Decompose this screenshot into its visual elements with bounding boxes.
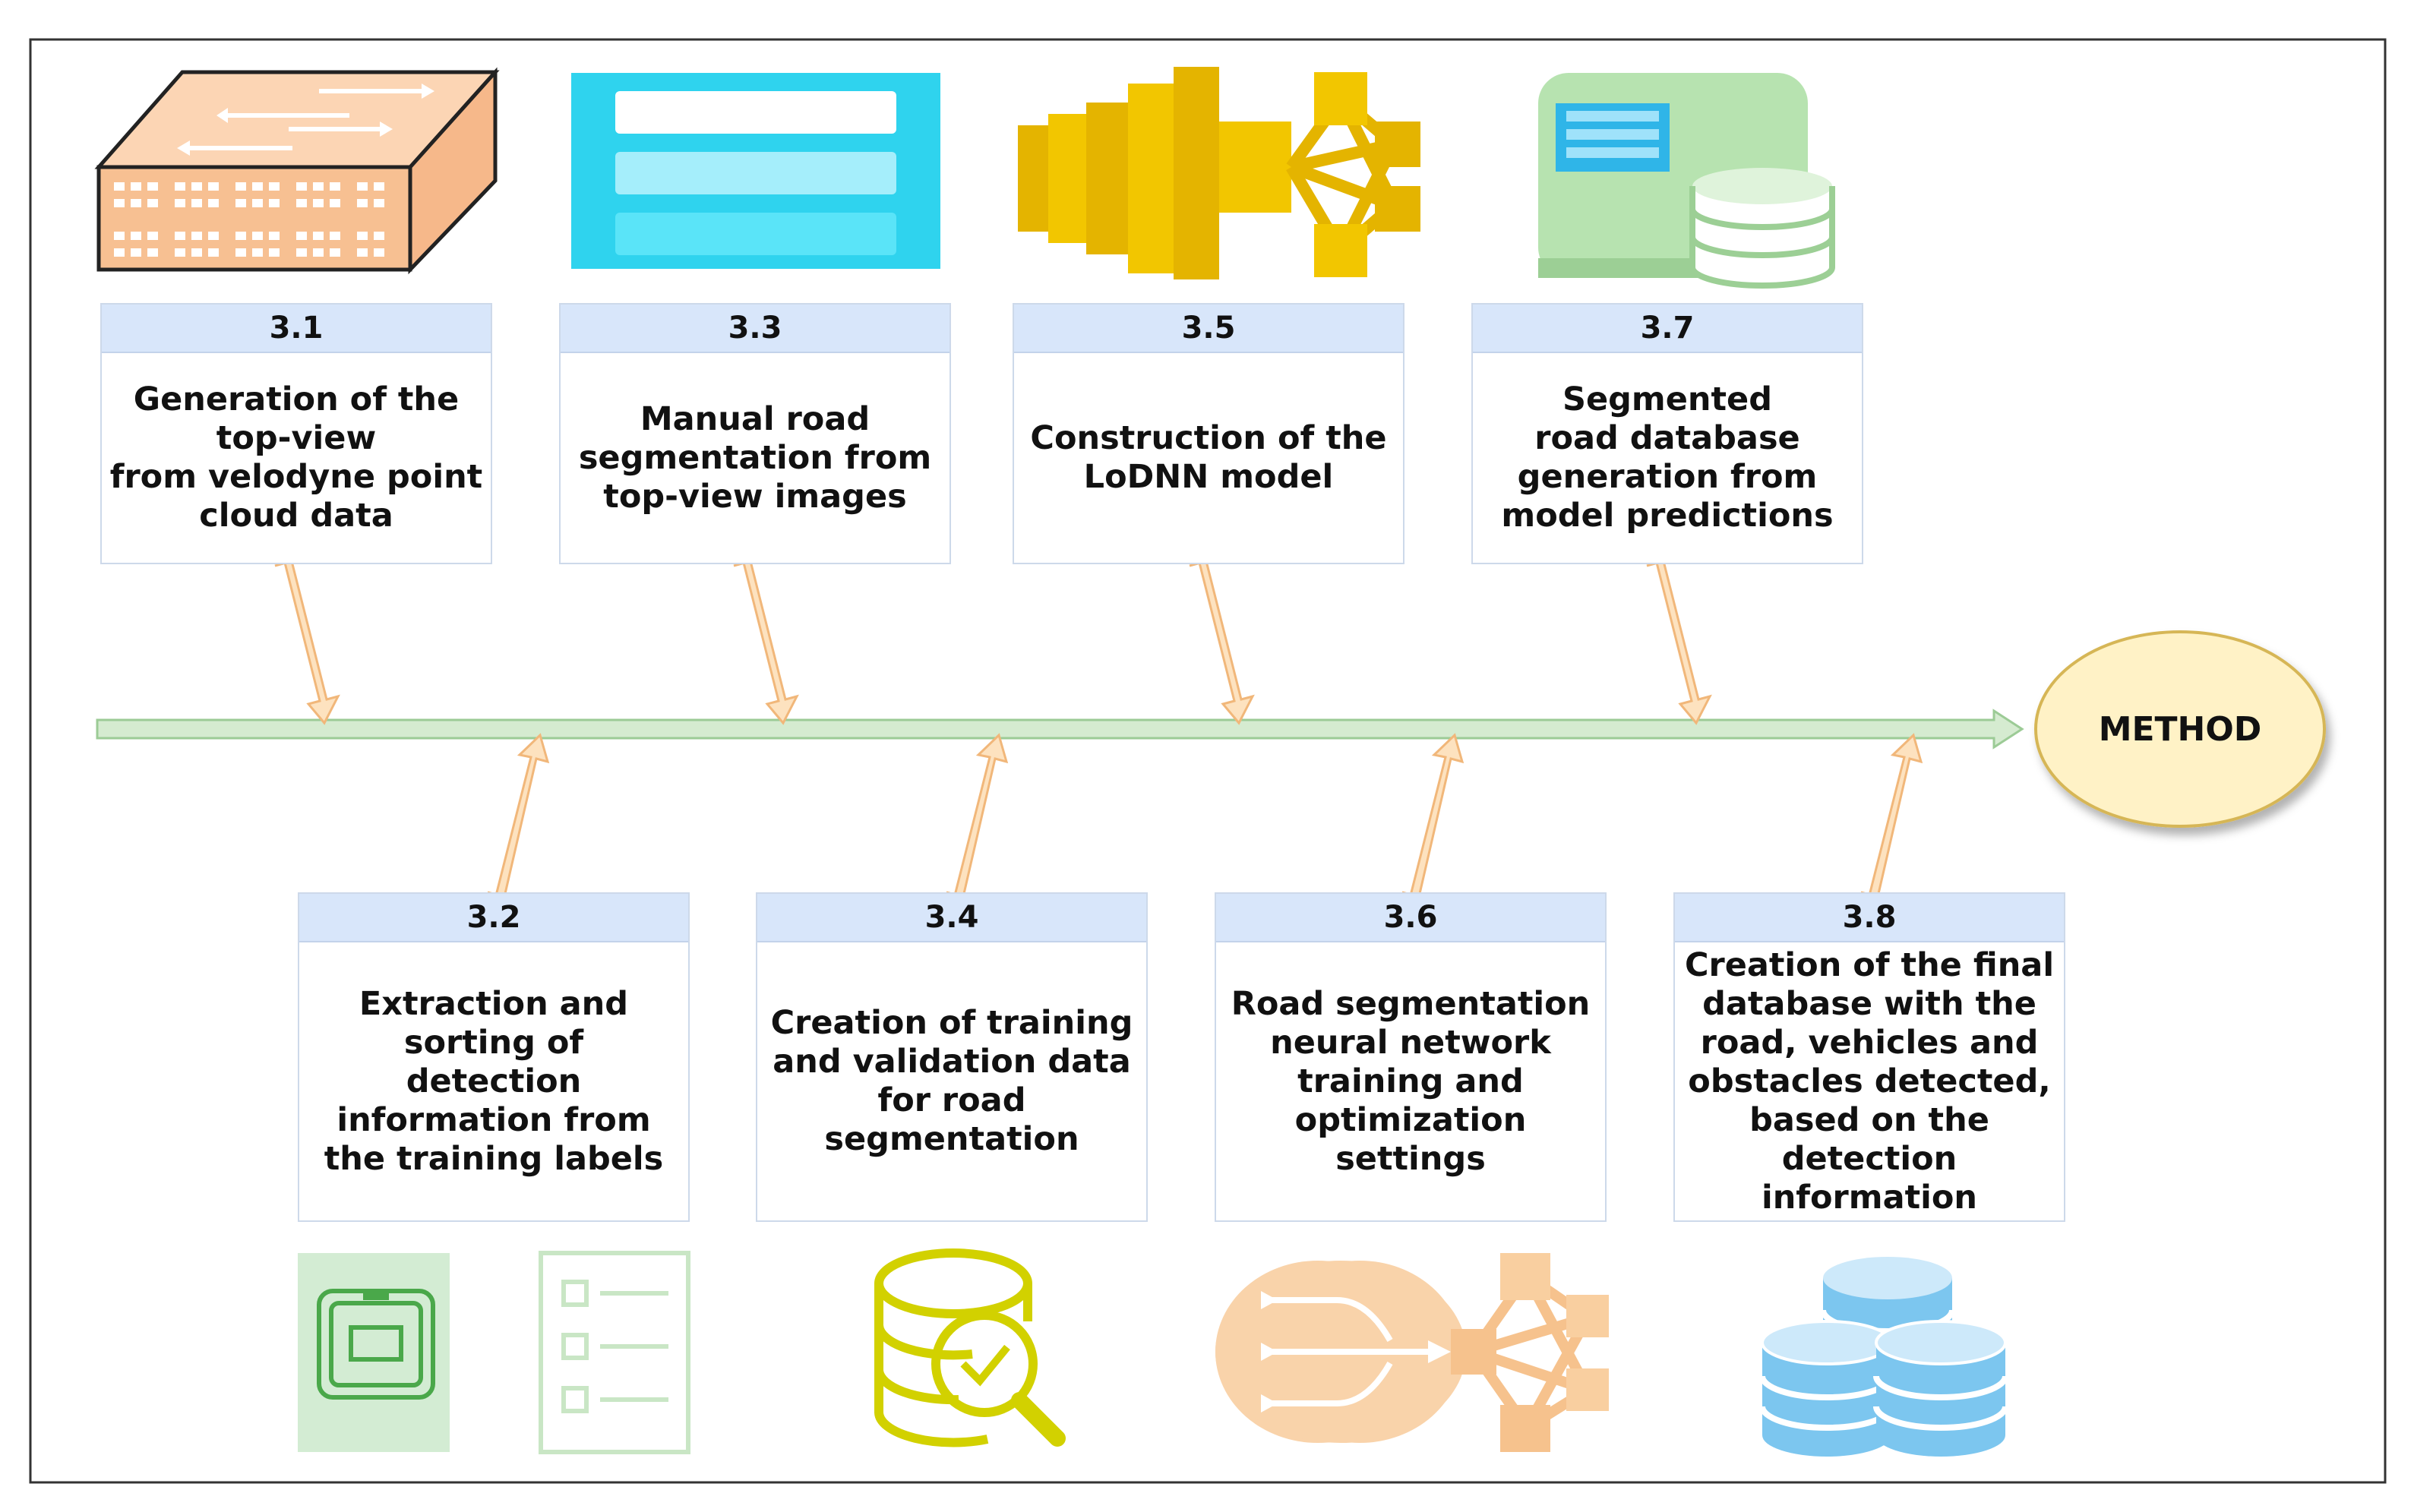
rib-arrow-3-7 [1646, 560, 1712, 725]
rib-arrow-3-8 [1860, 733, 1923, 898]
database-search-icon [874, 1248, 1066, 1447]
spine-arrow [96, 709, 2024, 750]
step-3-2-box: 3.2 Extraction and sorting of detection … [298, 892, 690, 1222]
step-3-6-box: 3.6 Road segmentation neural network tra… [1215, 892, 1607, 1222]
step-number: 3.8 [1675, 894, 2064, 942]
step-3-1-box: 3.1 Generation of the top-view from velo… [100, 303, 492, 564]
step-3-4-box: 3.4 Creation of training and validation … [756, 892, 1148, 1222]
rib-arrow-3-5 [1189, 560, 1255, 725]
form-panel-icon [571, 73, 940, 269]
step-number: 3.6 [1216, 894, 1605, 942]
rib-arrow-3-2 [487, 733, 550, 898]
database-stack-icon [1759, 1257, 2008, 1457]
rib-arrows-bottom [487, 733, 1923, 898]
step-description: Road segmentation neural network trainin… [1231, 984, 1591, 1178]
rib-arrow-3-6 [1401, 733, 1465, 898]
rib-arrow-3-1 [274, 560, 340, 725]
step-description: Construction of the LoDNN model [1030, 419, 1387, 496]
step-description: Creation of training and validation data… [770, 1004, 1133, 1158]
database-window-icon [1538, 73, 1835, 289]
step-number: 3.1 [102, 305, 491, 353]
neural-network-icon [1018, 67, 1420, 279]
rib-arrows-top [274, 560, 1712, 725]
rib-arrow-3-3 [733, 560, 799, 725]
3d-cube-arrows-icon [94, 67, 500, 275]
rib-arrow-3-4 [946, 733, 1009, 898]
step-number: 3.3 [561, 305, 949, 353]
step-description: Segmented road database generation from … [1501, 380, 1834, 535]
step-number: 3.2 [299, 894, 688, 942]
step-3-3-box: 3.3 Manual road segmentation from top-vi… [559, 303, 951, 564]
step-3-5-box: 3.5 Construction of the LoDNN model [1013, 303, 1404, 564]
sensor-checklist-icon [298, 1251, 690, 1454]
method-label: METHOD [2098, 709, 2262, 749]
method-ellipse [2034, 630, 2326, 828]
step-3-7-box: 3.7 Segmented road database generation f… [1471, 303, 1863, 564]
step-number: 3.5 [1014, 305, 1403, 353]
step-description: Generation of the top-view from velodyne… [109, 380, 483, 535]
step-number: 3.4 [757, 894, 1146, 942]
step-description: Extraction and sorting of detection info… [324, 984, 664, 1178]
outer-frame [29, 38, 2387, 1484]
step-3-8-box: 3.8 Creation of the final database with … [1673, 892, 2065, 1222]
step-description: Creation of the final database with the … [1684, 945, 2055, 1217]
router-network-icon [1215, 1253, 1609, 1452]
step-description: Manual road segmentation from top-view i… [578, 399, 932, 516]
step-number: 3.7 [1473, 305, 1862, 353]
